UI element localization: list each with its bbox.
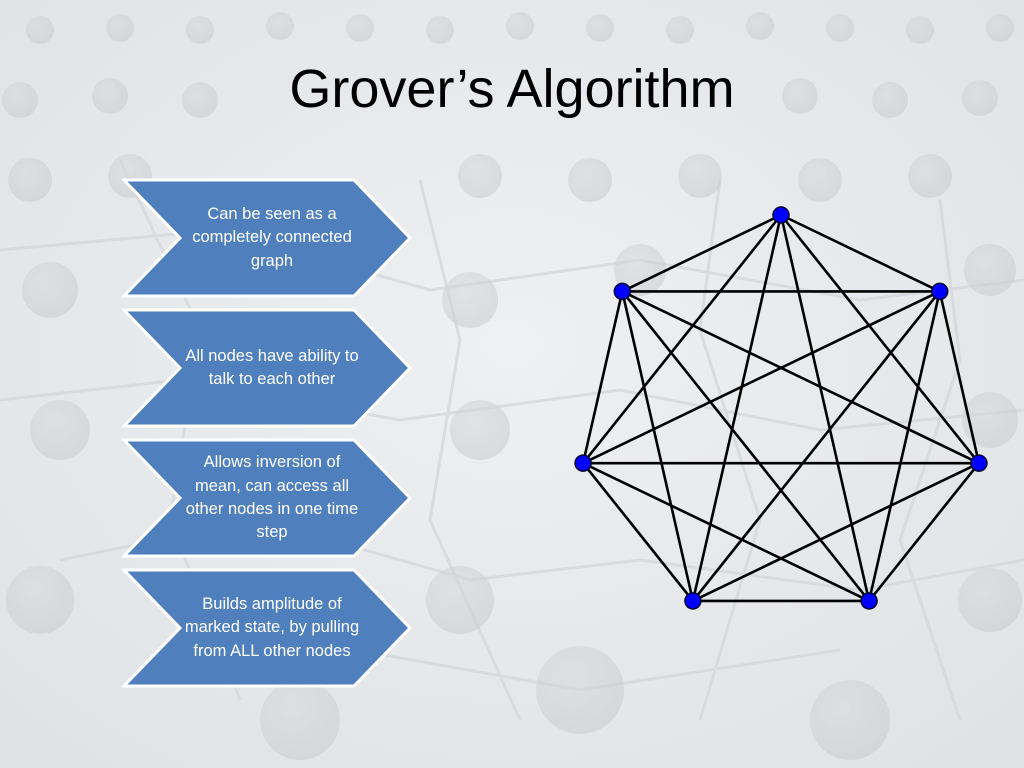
graph-edge (621, 213, 782, 293)
chevron-shape (122, 178, 413, 298)
chevron-step-3-text: Allows inversion of mean, can access all… (185, 453, 359, 542)
graph-nodes (574, 206, 988, 610)
graph-edge (582, 290, 941, 465)
graph-node (574, 454, 592, 472)
graph-edge (621, 290, 871, 602)
chevron-step-3: Allows inversion of mean, can access all… (122, 438, 414, 558)
chevron-step-2-text: All nodes have ability to talk to each o… (185, 346, 359, 388)
chevron-step-4: Builds amplitude of marked state, by pul… (122, 568, 414, 688)
chevron-shape (122, 568, 413, 688)
graph-edge (779, 214, 980, 464)
chevron-step-4-text: Builds amplitude of marked state, by pul… (184, 594, 360, 660)
slide-title: Grover’s Algorithm (289, 59, 735, 119)
graph-edge (581, 291, 624, 464)
graph-edges (581, 213, 981, 603)
graph-node (684, 592, 702, 610)
chevron-shape (122, 308, 413, 428)
graph-edge (868, 462, 980, 602)
chevron-step-2: All nodes have ability to talk to each o… (122, 308, 414, 428)
graph-node (860, 592, 878, 610)
graph-edge (779, 214, 871, 602)
graph-edge (691, 214, 783, 602)
graph-edge (867, 291, 941, 602)
complete-graph (574, 206, 988, 610)
graph-edge (621, 291, 695, 602)
graph-node (930, 282, 949, 301)
chevron-step-1: Can be seen as a completely connected gr… (122, 178, 414, 298)
graph-edge (692, 462, 980, 603)
graph-node (970, 454, 988, 472)
graph-edge (582, 214, 783, 464)
graph-node (613, 282, 632, 301)
graph-edge (780, 213, 941, 293)
graph-node (772, 206, 790, 224)
chevron-shape (122, 438, 413, 558)
graph-edge (691, 290, 941, 602)
graph-edge (621, 290, 980, 465)
chevron-step-1-text: Can be seen as a completely connected gr… (192, 204, 352, 270)
graph-edge (582, 462, 694, 602)
graph-edge (582, 462, 870, 603)
graph-edge (938, 291, 981, 464)
